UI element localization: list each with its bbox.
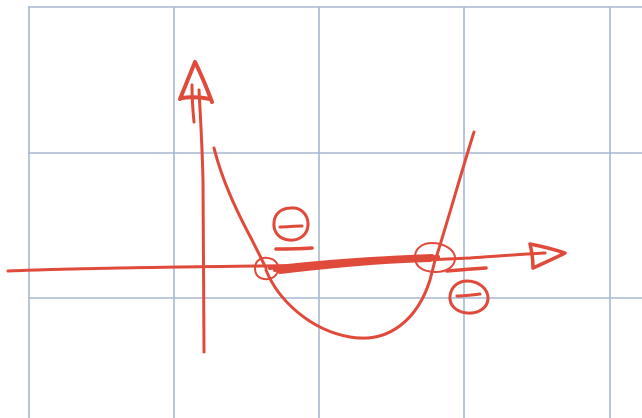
upper-sign-underline: [274, 246, 314, 251]
lower-sign-circle: [448, 279, 490, 315]
parabola-left-branch: [212, 146, 268, 270]
root-interval-stroke: [268, 254, 440, 274]
right-root-dot: [413, 242, 456, 273]
grid-paper: [28, 6, 642, 418]
upper-sign-dash: [278, 224, 304, 229]
x-axis-arrowhead: [528, 242, 567, 270]
parabola-right-branch: [434, 130, 476, 260]
lower-sign-dash: [455, 292, 482, 298]
y-axis: [197, 88, 206, 354]
left-root-dot: [254, 256, 280, 281]
upper-sign-mark: [272, 206, 314, 251]
lower-sign-overline: [445, 266, 488, 273]
y-axis-tick: [190, 83, 196, 124]
ink-layer: [6, 60, 567, 354]
y-axis-arrowhead: [178, 60, 214, 104]
lower-sign-mark: [445, 266, 490, 315]
upper-sign-circle: [272, 206, 310, 242]
